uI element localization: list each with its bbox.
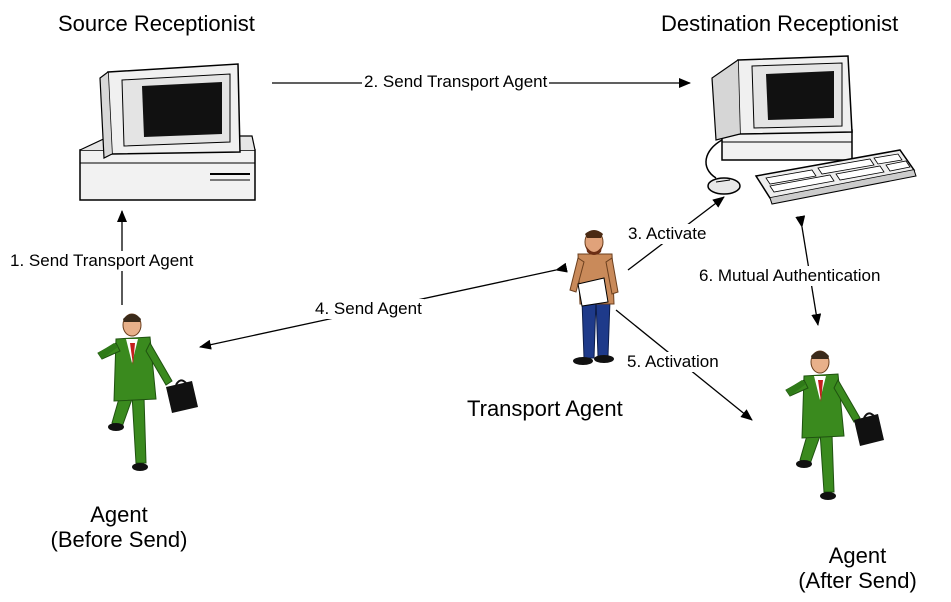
edge-5-label: 5. Activation [625,352,721,372]
agent-before-label: Agent (Before Send) [34,502,204,553]
edge-3-label: 3. Activate [626,224,709,244]
destination-receptionist-title: Destination Receptionist [661,11,899,36]
agent-before-line2: (Before Send) [50,527,188,553]
edge-6-label: 6. Mutual Authentication [697,266,883,286]
transport-agent-icon [569,230,619,365]
agent-after-line2: (After Send) [798,568,917,594]
transport-agent-label: Transport Agent [467,396,623,421]
agent-after-label: Agent (After Send) [775,543,940,594]
source-computer-icon [79,63,256,201]
edge-4-label: 4. Send Agent [313,299,424,319]
edge-2-label: 2. Send Transport Agent [362,72,550,92]
edge-1-label: 1. Send Transport Agent [8,251,196,271]
agent-before-icon [97,313,198,471]
agent-after-icon [785,350,884,500]
source-receptionist-title: Source Receptionist [58,11,255,36]
destination-computer-icon [705,55,917,205]
agent-before-line1: Agent [90,502,148,527]
agent-after-line1: Agent [828,543,887,568]
